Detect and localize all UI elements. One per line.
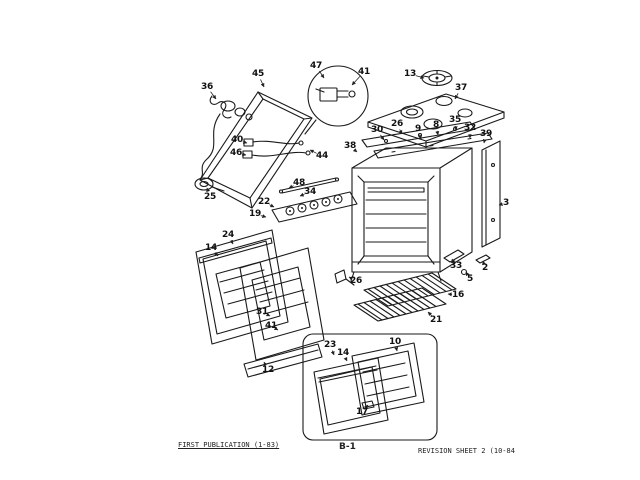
backguard-strips xyxy=(361,121,493,159)
leader-line xyxy=(273,326,279,331)
part-number-label: 19 xyxy=(248,209,262,219)
leader-line xyxy=(418,134,422,140)
control-panel xyxy=(271,191,358,223)
leader-line xyxy=(348,276,354,281)
door-bottom-trim xyxy=(243,343,323,378)
leader-line xyxy=(229,239,234,245)
part-number-label: 38 xyxy=(343,141,357,151)
leader-line xyxy=(241,152,247,157)
leader-line xyxy=(454,93,459,100)
leader-line xyxy=(260,79,265,88)
leader-line xyxy=(269,203,275,208)
oven-door-inner xyxy=(239,247,325,361)
leader-line xyxy=(415,75,425,79)
leader-line xyxy=(343,356,348,362)
oven-racks xyxy=(353,272,457,322)
leader-line xyxy=(309,149,317,154)
leader-line xyxy=(263,361,268,367)
part-number-label: 32 xyxy=(463,123,477,133)
part-number-label: 17 xyxy=(355,407,369,417)
part-number-label: 34 xyxy=(303,187,317,197)
part-number-label: 22 xyxy=(257,197,271,207)
leader-line xyxy=(451,258,456,264)
rack-support-bracket xyxy=(334,269,355,286)
leader-line xyxy=(482,138,487,144)
part-number-label: 9 xyxy=(414,124,422,134)
part-number-label: 3 xyxy=(502,198,510,208)
drawer-detail-inset xyxy=(302,333,438,441)
leader-line xyxy=(299,192,305,197)
footer-revision-note: REVISION SHEET 2 (10-84 xyxy=(418,447,515,455)
part-number-label: 33 xyxy=(449,261,463,271)
part-number-label: 39 xyxy=(479,129,493,139)
part-number-label: 35 xyxy=(448,115,462,125)
oven-body xyxy=(350,147,473,282)
leader-line xyxy=(351,76,361,86)
detail-callout-circle xyxy=(304,65,369,135)
part-number-label: 24 xyxy=(221,230,235,240)
part-number-label: 23 xyxy=(323,340,337,350)
leader-line xyxy=(330,350,335,356)
leader-line xyxy=(352,148,358,153)
part-number-label: 40 xyxy=(230,135,244,145)
part-number-label: 30 xyxy=(370,125,384,135)
leader-line xyxy=(435,130,440,136)
part-number-label: 14 xyxy=(204,243,218,253)
part-number-label: 44 xyxy=(315,151,329,161)
part-number-label: 8 xyxy=(432,120,440,130)
leader-line xyxy=(206,187,211,193)
oven-door-outer xyxy=(195,229,289,345)
leader-line xyxy=(265,312,271,317)
back-frame-panel xyxy=(199,91,313,209)
part-number-label: 45 xyxy=(251,69,265,79)
side-panel xyxy=(481,140,501,248)
part-number-label: 26 xyxy=(349,276,363,286)
leader-line xyxy=(427,311,433,317)
leader-line xyxy=(260,214,267,218)
part-number-label: 21 xyxy=(429,315,443,325)
leader-line xyxy=(364,404,369,410)
part-number-label: 48 xyxy=(292,178,306,188)
part-number-label: 26 xyxy=(390,119,404,129)
part-number-label: 12 xyxy=(261,365,275,375)
part-number-label: 25 xyxy=(203,192,217,202)
part-number-label: 5 xyxy=(466,274,474,284)
part-number-label: 10 xyxy=(388,337,402,347)
igniter-coil-assembly xyxy=(199,95,253,180)
footer-page-number: B-1 xyxy=(339,442,356,452)
part-number-label: 16 xyxy=(451,290,465,300)
part-number-label: 36 xyxy=(200,82,214,92)
footer-publication-note: FIRST PUBLICATION (1-83) xyxy=(178,441,280,449)
leader-line xyxy=(394,346,399,352)
leader-line xyxy=(318,70,325,79)
leader-line xyxy=(242,140,248,144)
leader-line xyxy=(398,129,403,135)
leader-line xyxy=(214,251,219,257)
part-number-label: 41 xyxy=(264,321,278,331)
part-number-label: 31 xyxy=(255,307,269,317)
part-number-label: 47 xyxy=(309,61,323,71)
leader-line xyxy=(465,271,470,277)
part-number-label: 46 xyxy=(229,148,243,158)
leader-line xyxy=(380,134,385,141)
part-number-label: 13 xyxy=(403,69,417,79)
leader-line xyxy=(288,184,294,189)
motor-bracket xyxy=(194,177,225,192)
leader-line xyxy=(210,91,217,100)
part-number-label: 41 xyxy=(357,67,371,77)
part-number-label: 2 xyxy=(481,263,489,273)
part-number-label: 14 xyxy=(336,348,350,358)
part-number-label: 37 xyxy=(454,83,468,93)
